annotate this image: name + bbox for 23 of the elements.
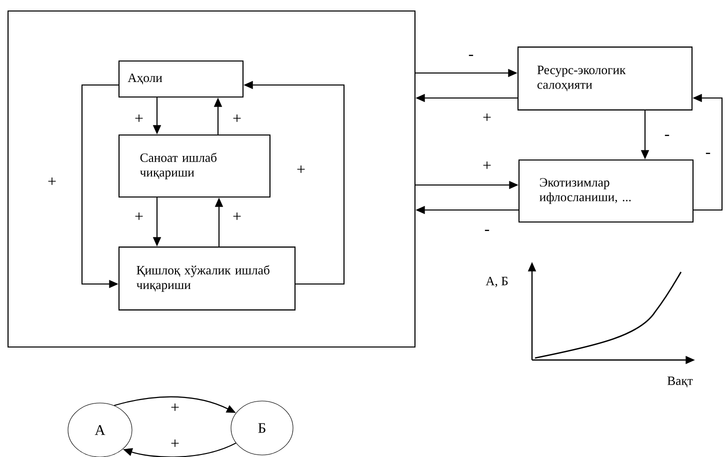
edge-label: - [663, 134, 671, 141]
process-box: Қишлоқ хўжалик ишлаб чиқариши [118, 246, 296, 310]
edge-label: + [133, 211, 145, 223]
process-box: Аҳоли [118, 60, 244, 98]
edge-label: + [231, 211, 243, 223]
process-box: Ресурс-экологик салоҳияти [517, 46, 693, 110]
axis-label: А, Б [486, 276, 508, 288]
edge-label: - [483, 228, 491, 236]
edge-label: - [467, 53, 475, 61]
edge-label: + [169, 402, 181, 414]
edge-label: + [169, 438, 181, 450]
edge-label: + [46, 176, 58, 188]
axis-label: Вақт [667, 376, 693, 388]
edge-label: + [481, 160, 493, 172]
edge-label: + [295, 164, 307, 176]
process-box: Экотизимлар ифлосланиши, ... [518, 159, 694, 223]
process-box: Саноат ишлаб чиқариши [118, 134, 270, 198]
edge-label: + [133, 113, 145, 125]
edge-label: + [481, 112, 493, 124]
ellipse-node: Б [230, 400, 294, 456]
edge-label: - [704, 152, 712, 159]
edge-label: + [231, 113, 243, 125]
outer-box [8, 10, 416, 348]
